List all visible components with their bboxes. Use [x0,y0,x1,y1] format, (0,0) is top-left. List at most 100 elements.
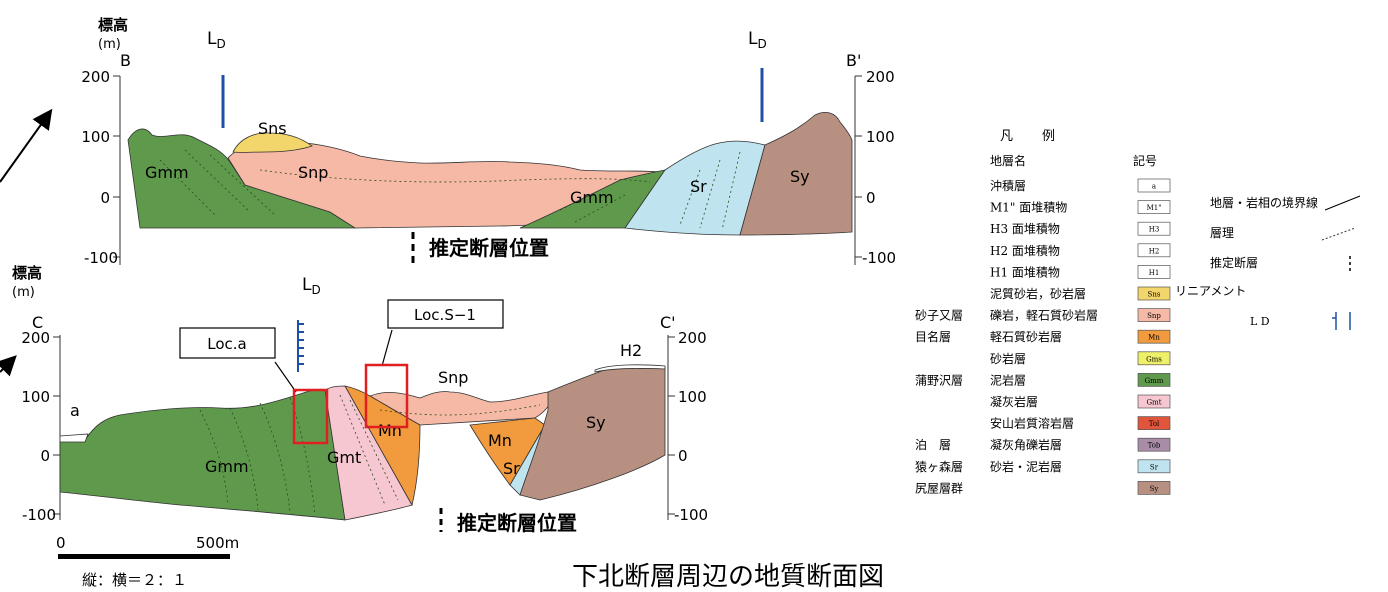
tick-label: 0 [866,189,876,207]
legend-line-label: 地層・岩相の境界線 [1210,195,1318,210]
lineament-label: LD [748,29,767,51]
tick-label: -100 [22,506,56,524]
y-axis-title: 標高 [98,16,128,34]
legend-line-boundary [1324,195,1361,211]
section-end-left: C [32,313,43,332]
legend-line-label: 推定断層 [1210,255,1258,270]
legend-symbol: Snp [1147,312,1161,320]
section-end-right: C' [660,313,676,332]
legend-swatch [1137,373,1171,387]
unit-gmm-left-polygon [127,128,357,229]
scale-label-start: 0 [56,534,66,552]
legend-symbol: Gmm [1145,377,1164,385]
legend-symbol: H3 [1149,226,1160,234]
pointer-arrow-lower [0,355,17,377]
tick-label: -100 [84,249,118,267]
legend-swatch [1137,286,1171,301]
legend-line-label: リニアメント [1175,284,1246,298]
loc-a-highlight [292,388,329,445]
tick-label: 100 [21,388,50,406]
legend-swatch [1137,265,1171,279]
legend-swatch [1137,200,1171,214]
tick-label: 200 [866,68,895,86]
tick-label: -100 [674,506,708,524]
unit-label-sy: Sy [790,167,810,186]
callout-box-loc-a [179,327,276,359]
legend-line-label: 層理 [1210,226,1234,240]
unit-a-polygon [59,433,89,443]
legend-group-label: 猿ヶ森層 [915,459,963,474]
loc-s1-highlight [364,363,409,429]
legend-swatch [1137,394,1171,409]
legend-group-label: 目名層 [915,329,951,344]
unit-label-gmm: Gmm [145,163,189,182]
unit-label-sr: Sr [690,177,707,196]
legend-swatch [1137,437,1171,452]
lineament-marker [297,320,304,372]
legend-unit-name: 砂岩・泥岩層 [990,459,1062,474]
tick-label: 100 [81,128,110,146]
legend-unit-name: 凝灰角礫岩層 [990,437,1062,452]
legend-symbol: Gms [1146,355,1162,363]
unit-label-sr: Sr [503,459,520,478]
legend-swatch [1137,459,1171,474]
unit-label-h2: H2 [620,341,642,360]
legend-symbol: Sns [1148,291,1161,299]
unit-label-mn: Mn [488,431,512,450]
legend-swatch [1137,243,1171,258]
tick-label: 100 [866,128,895,146]
legend-swatch [1137,416,1171,430]
callout-leader [274,361,297,393]
unit-label-gmm: Gmm [570,188,614,207]
legend-unit-name: 砂岩層 [990,351,1026,366]
legend-symbol: Sr [1150,463,1159,471]
legend-unit-name: M1" 面堆積物 [990,200,1067,215]
unit-label-gmt: Gmt [327,448,361,467]
unit-sy-polygon [519,365,666,501]
lineament-label: LD [302,275,321,297]
unit-sy-polygon [739,111,853,236]
unit-label-mn: Mn [378,421,402,440]
legend-swatch [1137,221,1171,236]
figure-caption: 下北断層周辺の地質断面図 [572,562,884,592]
unit-label-a: a [70,401,80,420]
legend-symbol: Tol [1149,420,1160,428]
tick-label: 0 [100,189,110,207]
legend-symbol: Tob [1148,442,1161,450]
legend-unit-name: H3 面堆積物 [990,221,1060,236]
tick-label: 200 [678,329,707,347]
legend-group-label: 泊 層 [915,438,951,452]
legend-symbol: H2 [1149,247,1160,255]
scale-label-end: 500m [196,534,239,552]
legend-unit-name: 泥質砂岩，砂岩層 [990,286,1086,301]
legend-group-label: 尻屋層群 [915,481,963,495]
tick-label: -100 [862,249,896,267]
legend-swatch [1137,351,1171,366]
unit-snp-polygon [227,141,661,229]
y-axis-unit: (m) [98,37,121,52]
legend-symbol: a [1152,183,1156,191]
legend-swatch [1137,481,1171,495]
unit-gmm-right-polygon [519,169,666,229]
legend-symbol: Sy [1150,485,1159,493]
callout-leader [381,329,393,367]
tick-label: 200 [81,68,110,86]
estimated-fault-label: 推定断層位置 [429,236,549,260]
lower-section: 標高 (m) C C' 200 100 0 -100 200 100 0 -10… [0,264,708,589]
legend-title: 例 [1042,129,1055,144]
legend-swatch [1137,178,1171,193]
y-axis-title: 標高 [12,264,42,282]
tick-label: 0 [678,447,688,465]
legend-lineament-symbol [1332,312,1351,330]
unit-h2-polygon [594,364,666,373]
legend-group-label: 砂子又層 [915,309,963,323]
bedding-lines [159,149,741,231]
scale-bar [58,554,230,559]
unit-label-snp: Snp [298,163,328,182]
tick-label: 0 [40,447,50,465]
legend-col-name: 地層名 [990,153,1026,168]
unit-sns-polygon [232,132,313,153]
unit-label-sns: Sns [258,119,287,138]
